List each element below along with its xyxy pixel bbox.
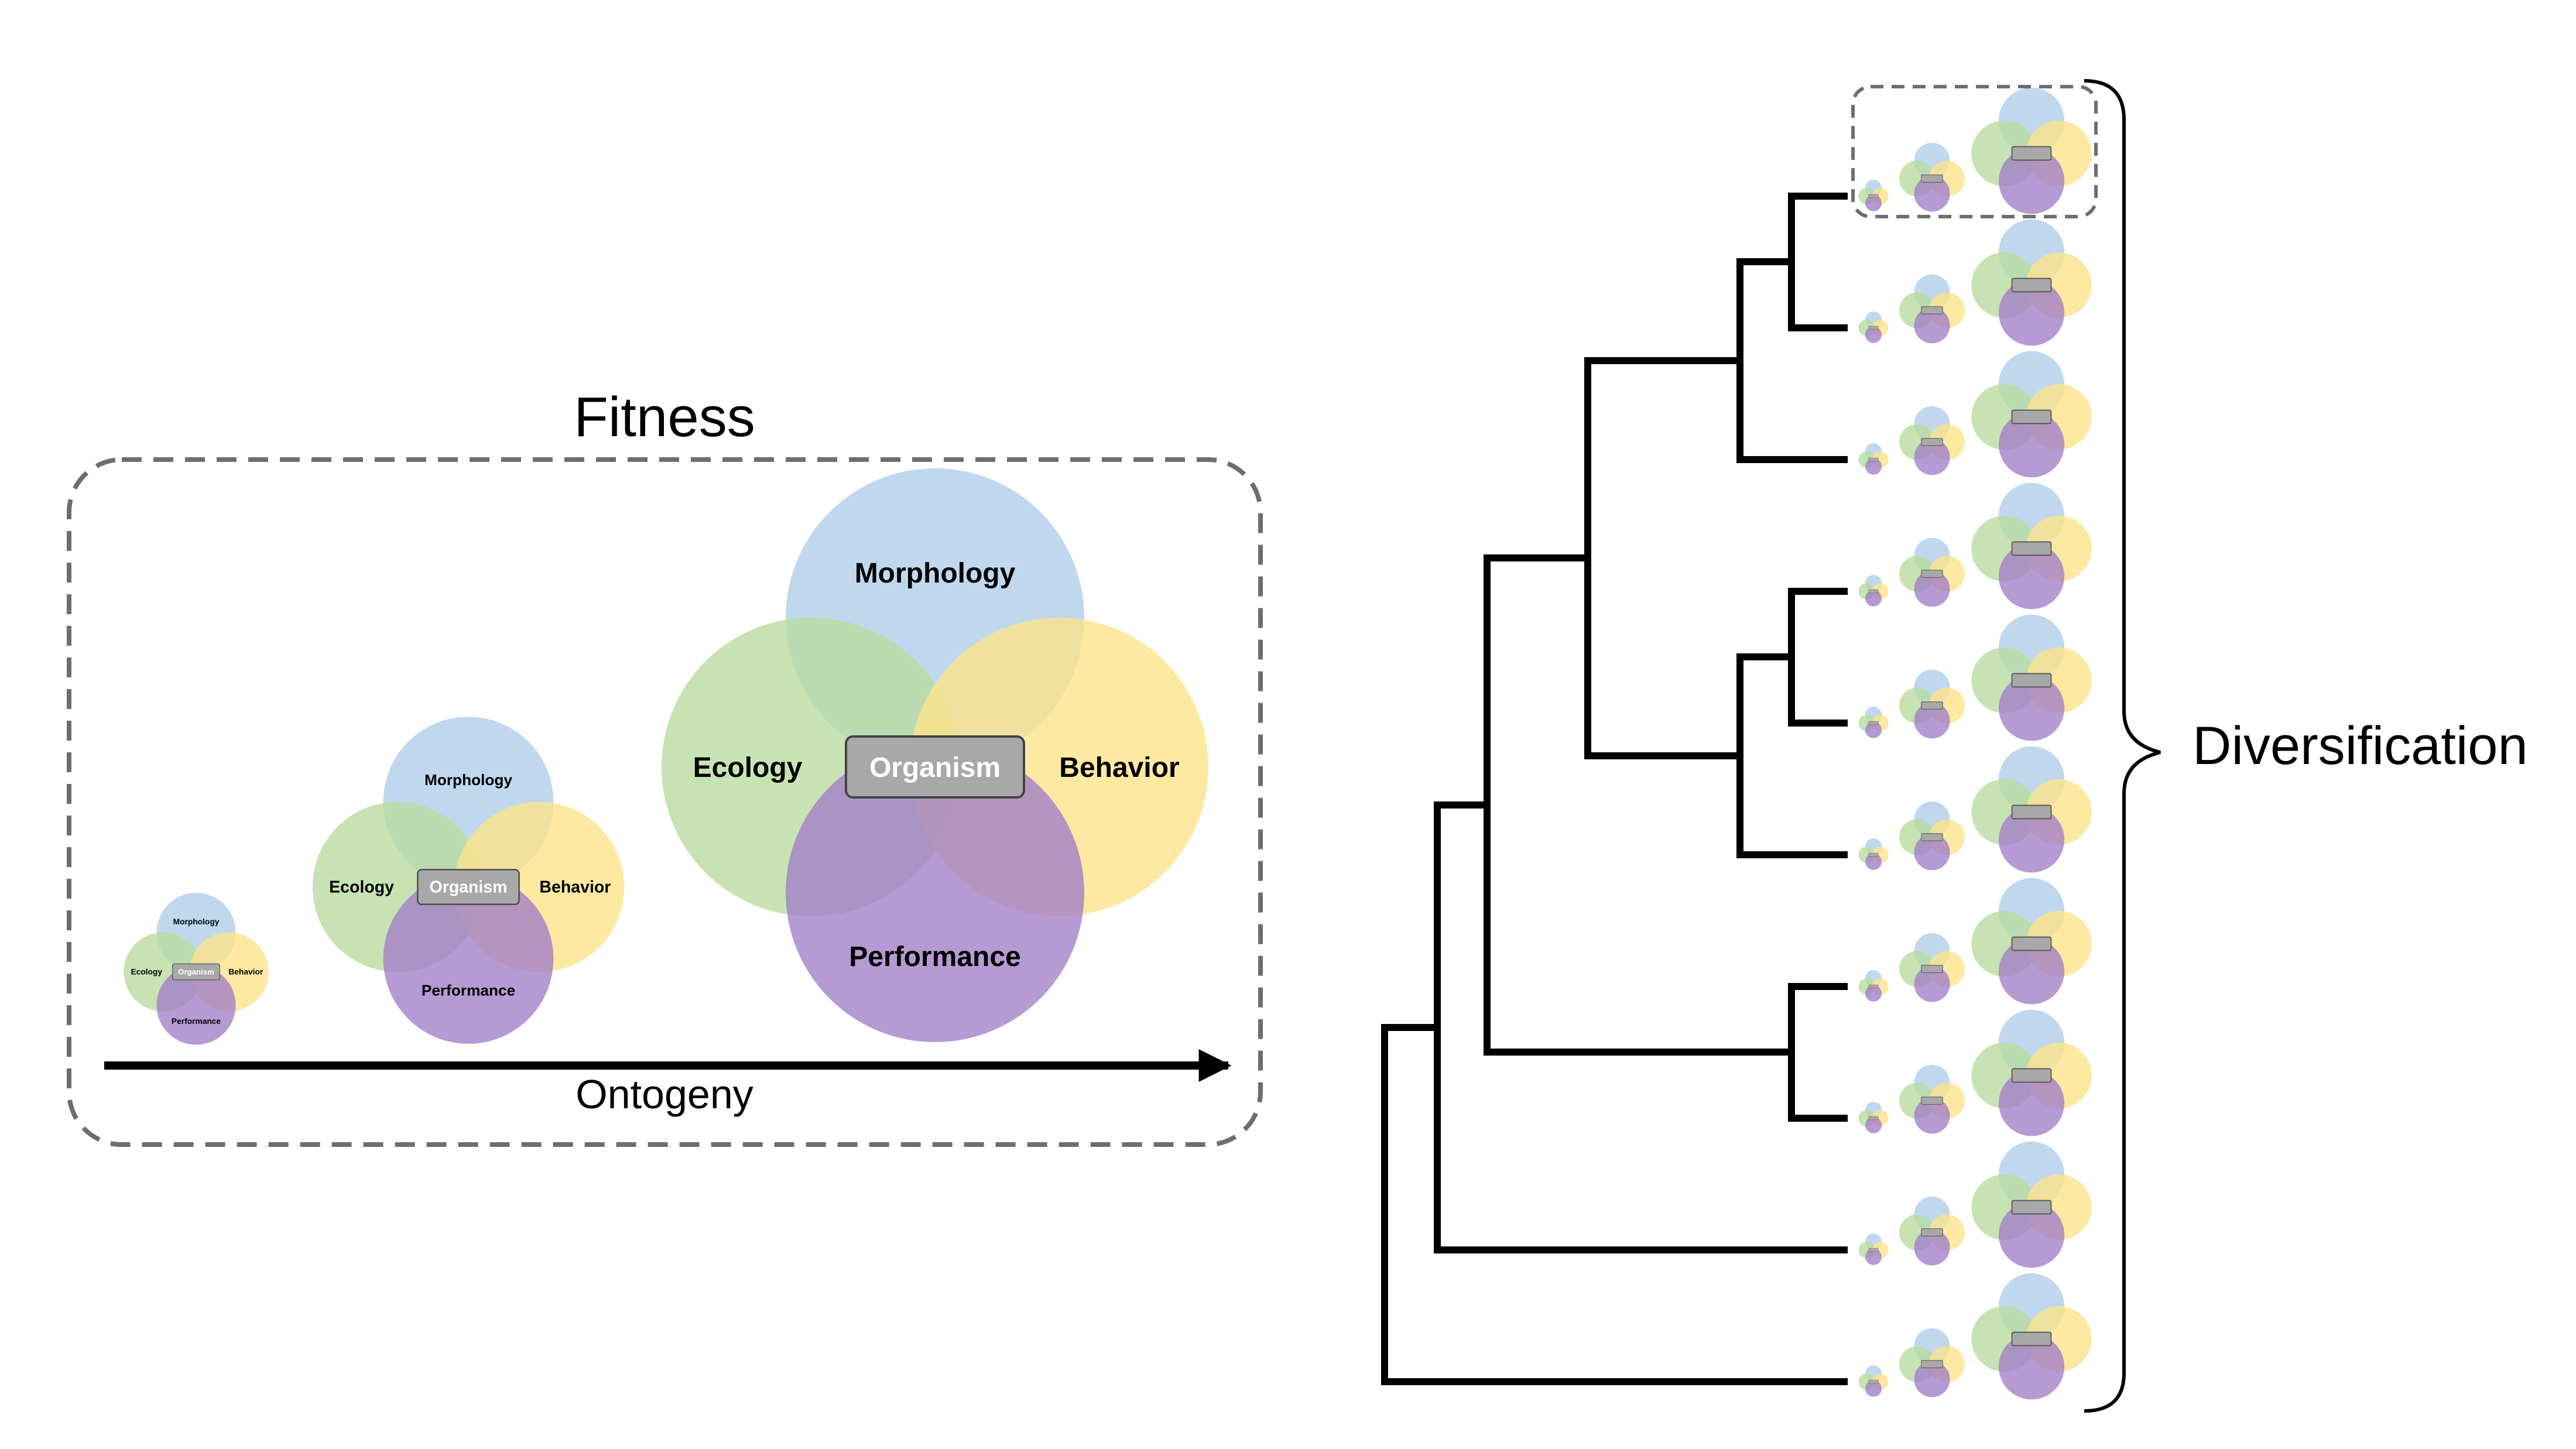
tip-icon-6: [1858, 745, 2092, 873]
organism-box: [417, 869, 520, 905]
tip-icon-1: [1858, 87, 2092, 215]
tip-icon-3: [1858, 350, 2092, 478]
clade-4-6: [1584, 653, 1743, 858]
performance-circle: [156, 965, 236, 1045]
behavior-label: Behavior: [228, 968, 263, 977]
phylogeny-panel: Diversification: [1381, 79, 2528, 1413]
fitness-title: Fitness: [574, 386, 755, 448]
performance-label: Performance: [849, 941, 1020, 972]
performance-label: Performance: [172, 1017, 221, 1026]
clade-1-8: [1434, 554, 1491, 1056]
highlighted-tip-box: [1851, 85, 2098, 218]
clade-1-9: [1381, 801, 1441, 1253]
tip-icons: [1858, 87, 2092, 1400]
ecology-label: Ecology: [329, 878, 394, 897]
organism-label: Organism: [429, 878, 507, 897]
ecology-label: Ecology: [131, 968, 162, 977]
clade-1-2: [1736, 193, 1795, 331]
fitness-panel: Fitness Organism Morphology Ecology Beha…: [67, 386, 1263, 1147]
tip-icon-10: [1858, 1272, 2092, 1400]
tip-icon-8: [1858, 1009, 2092, 1137]
clade-4-5: [1736, 588, 1795, 727]
venn-small: Organism Morphology Ecology Behavior Per…: [124, 892, 269, 1045]
phylogenetic-tree: [1381, 193, 1848, 1385]
venn-large: Organism Morphology Ecology Behavior Per…: [662, 468, 1208, 1042]
venn-medium: Organism Morphology Ecology Behavior Per…: [312, 717, 625, 1044]
behavior-label: Behavior: [1059, 752, 1179, 783]
morphology-label: Morphology: [173, 917, 220, 926]
tip-icon-4: [1858, 482, 2092, 610]
tip-icon-7: [1858, 877, 2092, 1005]
fitness-dashed-border: [67, 457, 1263, 1147]
diversification-bracket: [2084, 79, 2161, 1413]
clade-7-8: [1484, 983, 1795, 1122]
performance-label: Performance: [422, 981, 515, 999]
tip-icon-9: [1858, 1140, 2092, 1269]
ecology-label: Ecology: [693, 752, 803, 783]
organism-box: [172, 963, 220, 981]
morphology-label: Morphology: [855, 558, 1016, 589]
clade-1-6: [1484, 357, 1591, 759]
clade-1-3: [1584, 258, 1743, 463]
organism-label: Organism: [869, 752, 1001, 783]
behavior-label: Behavior: [539, 878, 611, 897]
morphology-label: Morphology: [424, 771, 512, 789]
organism-label: Organism: [178, 968, 214, 977]
organism-box: [845, 735, 1025, 799]
ontogeny-label: Ontogeny: [576, 1071, 753, 1117]
tip-icon-2: [1858, 218, 2092, 347]
performance-circle: [786, 744, 1084, 1042]
diversification-label: Diversification: [2193, 716, 2528, 776]
tip-icon-5: [1858, 614, 2092, 742]
performance-circle: [383, 873, 554, 1044]
